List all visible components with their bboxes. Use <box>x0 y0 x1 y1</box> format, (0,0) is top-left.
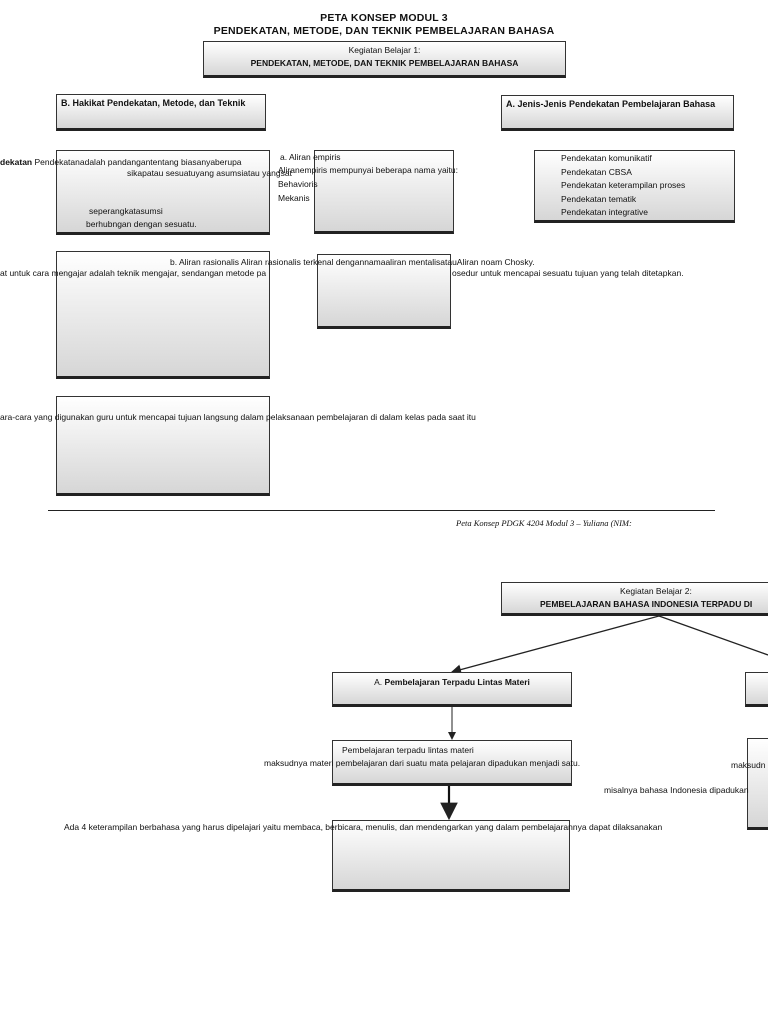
kegiatan-belajar-2-box: Kegiatan Belajar 2: PEMBELAJARAN BAHASA … <box>501 582 768 616</box>
terpadu-a-heading-prefix: A. <box>374 677 383 687</box>
kb1-title: PENDEKATAN, METODE, DAN TEKNIK PEMBELAJA… <box>250 58 519 68</box>
terpadu-a-desc-box <box>332 740 572 786</box>
page-subtitle: PENDEKATAN, METODE, DAN TEKNIK PEMBELAJA… <box>213 25 555 37</box>
list-item: Pendekatan tematik <box>561 193 637 204</box>
aliran-rasionalis-text: b. Aliran rasionalis Aliran rasionalis t… <box>170 257 535 267</box>
terpadu-a-desc-2: maksudnya materi pembelajaran dari suatu… <box>264 758 581 768</box>
terpadu-b-heading-box <box>745 672 768 707</box>
kb1-label: Kegiatan Belajar 1: <box>348 45 421 55</box>
terpadu-a-heading: A. Pembelajaran Terpadu Lintas Materi <box>333 677 571 687</box>
teknik-box <box>56 396 270 496</box>
pendekatan-text-4: berhubngan dengan sesuatu. <box>86 219 197 229</box>
aliran-empiris-mekanis: Mekanis <box>278 193 310 203</box>
section-a-heading: A. Jenis-Jenis Pendekatan Pembelajaran B… <box>506 99 716 109</box>
section-b-heading: B. Hakikat Pendekatan, Metode, dan Tekni… <box>61 98 246 108</box>
terpadu-b-desc-1: maksudn <box>731 760 766 770</box>
pendekatan-text-2: sikapatau sesuatuyang asumsiatau yangsat <box>127 168 292 178</box>
terpadu-b-desc-2: misalnya bahasa Indonesia dipadukan <box>604 785 749 795</box>
pendekatan-box <box>56 150 270 235</box>
pendekatan-label: dekatan <box>0 157 33 167</box>
keterampilan-box <box>332 820 570 892</box>
keterampilan-text: Ada 4 keterampilan berbahasa yang harus … <box>64 822 663 832</box>
metode-box <box>56 251 270 379</box>
jenis-pendekatan-list: Pendekatan komunikatif Pendekatan CBSA P… <box>534 150 735 223</box>
aliran-empiris-title: a. Aliran empiris <box>280 152 341 162</box>
aliran-empiris-desc: Aliranempiris mempunyai beberapa nama ya… <box>278 165 459 175</box>
terpadu-a-desc-1: Pembelajaran terpadu lintas materi <box>342 745 474 755</box>
kb2-label: Kegiatan Belajar 2: <box>620 586 692 596</box>
aliran-empiris-behavioris: Behavioris <box>278 179 318 189</box>
teknik-text: ara-cara yang digunakan guru untuk menca… <box>0 412 476 422</box>
arrow-to-terpadu-a <box>450 615 660 675</box>
list-item: Pendekatan integrative <box>561 207 648 217</box>
pendekatan-definition: Pendekatanadalah pandangantentang biasan… <box>34 157 242 167</box>
footer-text: Peta Konsep PDGK 4204 Modul 3 – Yuliana … <box>456 518 632 528</box>
list-item: Pendekatan CBSA <box>561 166 632 177</box>
page-divider <box>48 510 715 511</box>
pendekatan-text-3: seperangkatasumsi <box>89 206 163 216</box>
aliran-empiris-box <box>314 150 454 234</box>
list-item: Pendekatan keterampilan proses <box>561 180 686 190</box>
pendekatan-text-1: dekatan Pendekatanadalah pandangantentan… <box>0 157 242 168</box>
section-a-heading-box: A. Jenis-Jenis Pendekatan Pembelajaran B… <box>501 95 734 131</box>
list-item: Pendekatan komunikatif <box>561 153 652 163</box>
metode-text-continued: osedur untuk mencapai sesuatu tujuan yan… <box>452 268 684 278</box>
aliran-rasionalis-box <box>317 254 451 329</box>
terpadu-b-desc-box <box>747 738 768 830</box>
arrow-to-terpadu-b <box>658 615 768 656</box>
terpadu-a-heading-label: Pembelajaran Terpadu Lintas Materi <box>384 677 530 687</box>
section-b-heading-box: B. Hakikat Pendekatan, Metode, dan Tekni… <box>56 94 266 131</box>
page-title: PETA KONSEP MODUL 3 <box>320 12 448 24</box>
terpadu-lintas-materi-box: A. Pembelajaran Terpadu Lintas Materi <box>332 672 572 707</box>
metode-text: at untuk cara mengajar adalah teknik men… <box>0 268 267 278</box>
kegiatan-belajar-1-box: Kegiatan Belajar 1: PENDEKATAN, METODE, … <box>203 41 566 78</box>
kb2-title: PEMBELAJARAN BAHASA INDONESIA TERPADU DI <box>540 599 753 609</box>
